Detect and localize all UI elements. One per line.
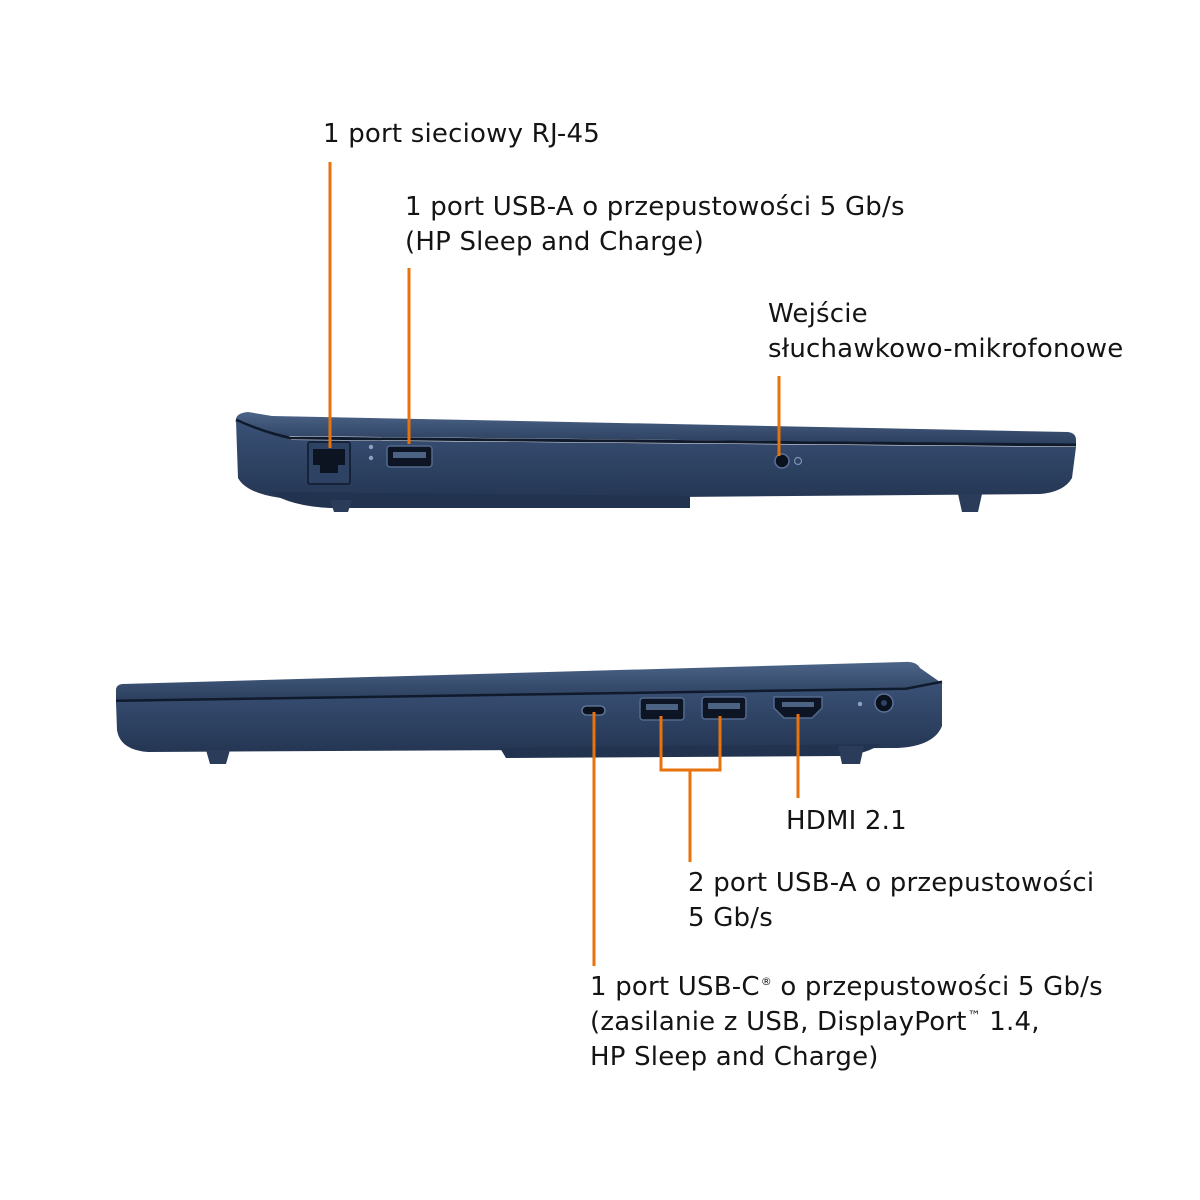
laptop-right-side <box>115 661 943 966</box>
led-indicator-icon <box>368 455 374 461</box>
label-usb-c-line1: 1 port USB-C® o przepustowości 5 Gb/s <box>590 972 1103 1002</box>
laptop-left-side <box>235 162 1077 512</box>
laptop-base-top <box>236 421 1076 500</box>
led-indicator-icon <box>857 701 863 707</box>
laptop-seam-bottom <box>115 680 943 703</box>
laptop-foot-left-top <box>330 500 352 512</box>
laptop-foot-right-bottom <box>838 746 864 764</box>
laptop-bottom-panel-top <box>270 492 690 508</box>
trademark-mark: ™ <box>967 1009 981 1025</box>
laptop-foot-left-bottom <box>206 750 230 764</box>
laptop-foot-right-top <box>958 494 982 512</box>
label-rj45: 1 port sieciowy RJ-45 <box>323 119 600 149</box>
usb-a-port-icon <box>386 445 433 468</box>
label-usb-c-line2: (zasilanie z USB, DisplayPort™ 1.4, <box>590 1007 1040 1037</box>
laptop-seam-top <box>235 418 1077 447</box>
label-usb-c: 1 port USB-C® o przepustowości 5 Gb/s (z… <box>590 972 1103 1072</box>
label-audio-jack: Wejście słuchawkowo-mikrofonowe <box>768 299 1124 364</box>
label-hdmi: HDMI 2.1 <box>786 806 907 836</box>
power-jack-icon <box>874 693 894 713</box>
led-indicator-icon <box>368 444 374 450</box>
callout-line-usb-a-pair <box>659 716 722 862</box>
hdmi-port-icon <box>773 696 823 719</box>
label-usb-a-pair: 2 port USB-A o przepustowości 5 Gb/s <box>688 868 1095 933</box>
audio-jack-icon <box>774 453 803 469</box>
label-usb-a-left: 1 port USB-A o przepustowości 5 Gb/s (HP… <box>405 192 905 257</box>
laptop-lid-top <box>236 412 1076 444</box>
usb-a-port-icon <box>701 696 747 720</box>
ethernet-port-icon <box>307 441 351 485</box>
registered-mark: ® <box>760 975 772 989</box>
